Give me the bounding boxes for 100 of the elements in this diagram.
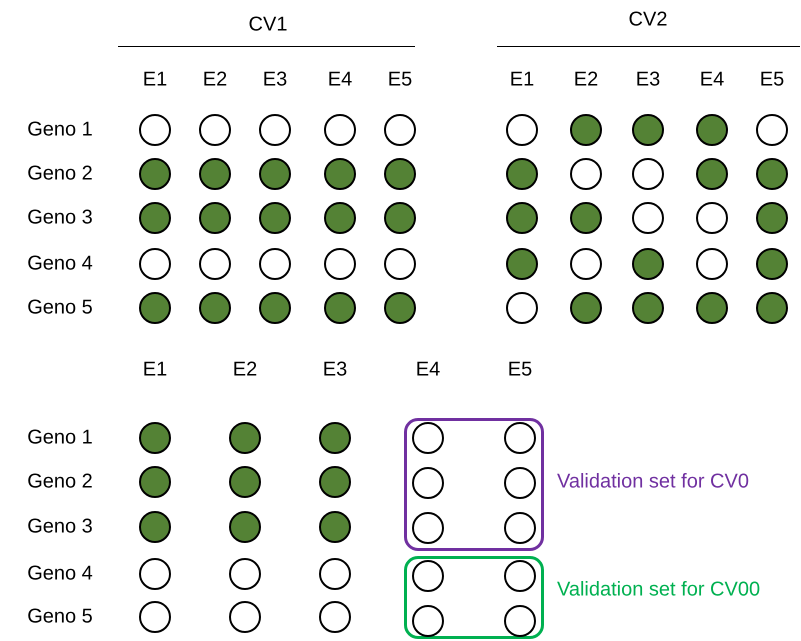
row-label: Geno 2: [27, 162, 93, 186]
circle-marker: [384, 202, 416, 234]
circle-marker: [756, 158, 788, 190]
circle-marker: [319, 422, 351, 454]
column-group-heading: CV1: [248, 14, 288, 36]
circle-marker: [139, 292, 171, 324]
circle-marker: [506, 114, 538, 146]
row-label: Geno 4: [27, 252, 93, 276]
column-label: E5: [388, 68, 412, 92]
circle-marker: [506, 292, 538, 324]
circle-marker: [506, 202, 538, 234]
circle-marker: [324, 248, 356, 280]
circle-marker: [139, 601, 171, 633]
circle-marker: [259, 114, 291, 146]
circle-marker: [412, 467, 444, 499]
circle-marker: [229, 466, 261, 498]
circle-marker: [504, 605, 536, 637]
column-label: E4: [328, 68, 352, 92]
circle-marker: [139, 511, 171, 543]
column-label: E3: [262, 68, 288, 92]
circle-marker: [229, 422, 261, 454]
column-label: E5: [760, 68, 784, 92]
circle-marker: [756, 248, 788, 280]
circle-marker: [696, 292, 728, 324]
circle-marker: [139, 248, 171, 280]
set-caption: Validation set for CV00: [557, 578, 760, 602]
circle-marker: [384, 158, 416, 190]
row-label: Geno 3: [27, 516, 93, 538]
circle-marker: [632, 158, 664, 190]
circle-marker: [259, 292, 291, 324]
circle-marker: [324, 158, 356, 190]
circle-marker: [412, 605, 444, 637]
circle-marker: [199, 158, 231, 190]
circle-marker: [259, 158, 291, 190]
circle-marker: [319, 511, 351, 543]
circle-marker: [229, 511, 261, 543]
circle-marker: [504, 512, 536, 544]
circle-marker: [259, 248, 291, 280]
column-label: E2: [202, 68, 228, 92]
circle-marker: [412, 560, 444, 592]
row-label: Geno 1: [27, 118, 93, 142]
row-label: Geno 2: [27, 470, 93, 494]
circle-marker: [696, 202, 728, 234]
circle-marker: [139, 202, 171, 234]
circle-marker: [384, 292, 416, 324]
column-label: E3: [322, 358, 348, 382]
circle-marker: [139, 114, 171, 146]
circle-marker: [324, 202, 356, 234]
row-label: Geno 5: [27, 606, 93, 628]
column-label: E4: [700, 68, 724, 92]
circle-marker: [319, 558, 351, 590]
circle-marker: [412, 512, 444, 544]
circle-marker: [139, 558, 171, 590]
column-label: E1: [142, 358, 168, 382]
circle-marker: [632, 292, 664, 324]
row-label: Geno 4: [27, 562, 93, 586]
circle-marker: [384, 248, 416, 280]
row-label: Geno 1: [27, 426, 93, 450]
circle-marker: [139, 422, 171, 454]
circle-marker: [570, 292, 602, 324]
circle-marker: [632, 114, 664, 146]
column-label: E4: [416, 358, 440, 382]
circle-marker: [319, 601, 351, 633]
circle-marker: [319, 466, 351, 498]
circle-marker: [139, 466, 171, 498]
column-label: E2: [574, 68, 598, 92]
circle-marker: [324, 292, 356, 324]
circle-marker: [632, 248, 664, 280]
column-group-heading: CV2: [628, 8, 668, 32]
column-label: E5: [508, 358, 532, 382]
circle-marker: [504, 467, 536, 499]
circle-marker: [570, 202, 602, 234]
circle-marker: [696, 158, 728, 190]
column-label: E1: [510, 68, 534, 92]
set-caption: Validation set for CV0: [557, 470, 749, 494]
circle-marker: [570, 114, 602, 146]
circle-marker: [756, 114, 788, 146]
circle-marker: [632, 202, 664, 234]
circle-marker: [199, 114, 231, 146]
row-label: Geno 5: [27, 296, 93, 320]
circle-marker: [229, 558, 261, 590]
circle-marker: [570, 158, 602, 190]
circle-marker: [506, 248, 538, 280]
circle-marker: [756, 292, 788, 324]
circle-marker: [384, 114, 416, 146]
circle-marker: [756, 202, 788, 234]
circle-marker: [570, 248, 602, 280]
circle-marker: [504, 560, 536, 592]
circle-marker: [259, 202, 291, 234]
circle-marker: [199, 292, 231, 324]
circle-marker: [199, 202, 231, 234]
circle-marker: [412, 422, 444, 454]
circle-marker: [506, 158, 538, 190]
column-label: E1: [142, 68, 168, 92]
circle-marker: [696, 248, 728, 280]
circle-marker: [139, 158, 171, 190]
circle-marker: [504, 422, 536, 454]
circle-marker: [199, 248, 231, 280]
row-label: Geno 3: [27, 206, 93, 230]
circle-marker: [229, 601, 261, 633]
